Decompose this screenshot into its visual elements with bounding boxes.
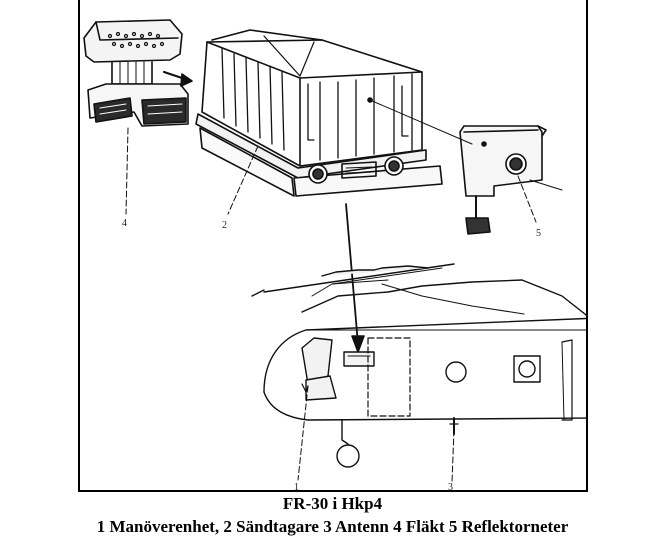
equipment-diagram: 4 2 5 1 3 [83,19,586,492]
arrow-icon [351,335,365,353]
arrow-icon [180,73,193,87]
leader-line [369,99,473,145]
leader-line [517,175,537,223]
transceiver-unit [195,29,443,197]
helicopter-illustration [251,263,586,483]
caption-title: FR-30 i Hkp4 [282,494,383,513]
callout-1: 1 [294,482,299,492]
callout-3: 3 [448,482,453,492]
connection-line [345,203,359,345]
reflectometer-unit [459,125,547,235]
callout-5: 5 [536,228,541,239]
fan-unit [83,19,189,127]
callout-4: 4 [122,218,127,229]
caption-legend: 1 Manöverenhet, 2 Sändtagare 3 Antenn 4 … [96,517,569,536]
leader-line [227,145,259,215]
leader-line [529,179,563,191]
leader-line [125,127,129,215]
callout-2: 2 [222,220,227,231]
figure-frame: 4 2 5 1 3 [78,0,588,492]
